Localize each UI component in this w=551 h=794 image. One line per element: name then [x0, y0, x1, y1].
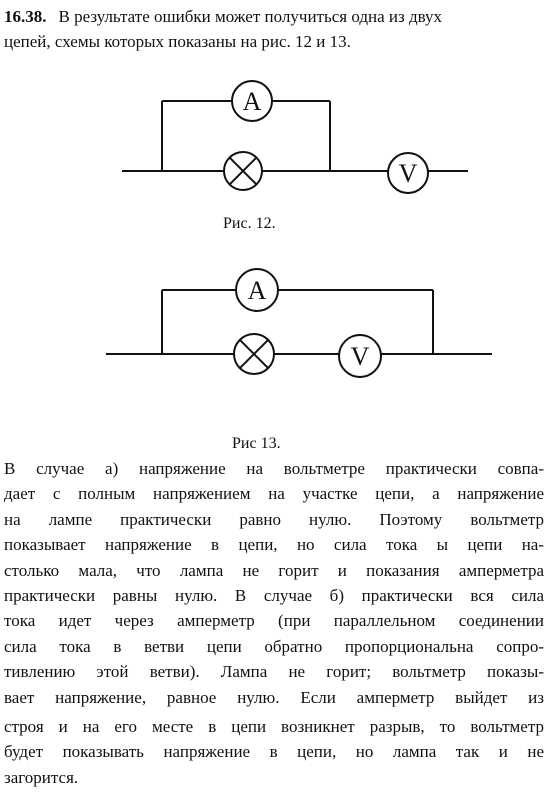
voltmeter-symbol — [338, 334, 382, 378]
voltmeter-label: V — [351, 342, 370, 371]
lamp-cross-b — [228, 156, 258, 186]
problem-statement: 16.38. В результате ошибки может получить… — [4, 4, 544, 54]
solution-line: показывает напряжение в цепи, но сила то… — [4, 535, 544, 555]
wires-13 — [106, 289, 492, 355]
wires-12 — [122, 100, 468, 172]
figure-caption-13: Рис 13. — [232, 435, 281, 452]
circuit-figure-13: A V — [0, 258, 551, 398]
lamp-cross-b — [239, 339, 269, 369]
problem-number: 16.38. — [4, 7, 47, 26]
solution-line: строя и на его месте в цепи возникнет ра… — [4, 717, 544, 737]
solution-line: будет показывать напряжение в цепи, но л… — [4, 742, 544, 762]
solution-line: тивлению этой ветви). Лампа не горит; во… — [4, 662, 544, 682]
voltmeter-symbol — [387, 152, 429, 194]
ammeter-symbol — [235, 268, 279, 312]
ammeter-12: A — [231, 80, 273, 122]
voltmeter-13: V — [338, 334, 382, 378]
lamp-13 — [233, 333, 275, 375]
solution-line: дает с полным напряжением на участке цеп… — [4, 484, 544, 504]
figure-caption-12: Рис. 12. — [223, 215, 276, 232]
circuit-diagram-12: A V — [122, 80, 468, 194]
ammeter-symbol — [231, 80, 273, 122]
circuit-diagram-13: A V — [106, 268, 492, 378]
solution-line: вает напряжение, равное нулю. Если ампер… — [4, 687, 544, 707]
ammeter-13: A — [235, 268, 279, 312]
lamp-12 — [223, 151, 263, 191]
solution-text: В случае а) напряжение на вольтметре пра… — [4, 456, 544, 790]
solution-line: сила тока в ветви цепи обратно пропорцио… — [4, 636, 544, 656]
solution-line: В случае а) напряжение на вольтметре пра… — [4, 459, 544, 478]
solution-line: загорится. — [4, 767, 79, 787]
voltmeter-12: V — [387, 152, 429, 194]
problem-statement-line-2: цепей, схемы которых показаны на рис. 12… — [4, 32, 351, 51]
circuit-figure-12: A V — [0, 70, 551, 220]
voltmeter-label: V — [399, 159, 418, 188]
ammeter-label: A — [248, 276, 267, 305]
solution-line: практически равны нулю. В случае б) прак… — [4, 586, 544, 606]
solution-line: столько мала, что лампа не горит и показ… — [4, 560, 544, 580]
solution-line: на лампе практически равно нулю. Поэтому… — [4, 509, 544, 529]
solution-line: тока идет через амперметр (при параллель… — [4, 611, 544, 631]
problem-statement-line-1: В результате ошибки может получиться одн… — [58, 7, 443, 26]
ammeter-label: A — [243, 87, 262, 116]
